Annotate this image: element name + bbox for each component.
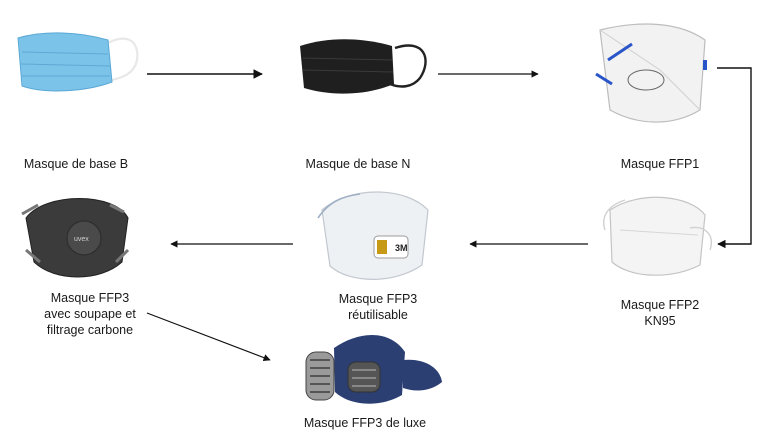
label-ffp3-carbon: Masque FFP3 avec soupape et filtrage car… — [44, 291, 136, 337]
surgical-mask-blue-icon — [17, 32, 139, 92]
kn95-mask-icon — [603, 196, 712, 276]
ffp3-valve-mask-icon: 3M — [317, 191, 429, 280]
svg-text:3M: 3M — [395, 243, 408, 253]
ffp3-carbon-mask-icon: uvex — [21, 198, 130, 278]
label-ffp2: Masque FFP2 KN95 — [620, 298, 700, 328]
surgical-mask-black-icon — [300, 39, 427, 94]
label-basic-b: Masque de base B — [23, 157, 129, 171]
half-face-respirator-icon — [305, 334, 442, 404]
arrow-ffp1-to-ffp2 — [717, 67, 752, 249]
label-ffp3-reusable: Masque FFP3 réutilisable — [338, 292, 418, 322]
svg-text:uvex: uvex — [74, 236, 89, 243]
label-ffp1: Masque FFP1 — [620, 157, 700, 171]
label-ffp3-luxe: Masque FFP3 de luxe — [303, 416, 427, 430]
arrow-ffp3-carbon-to-ffp3-luxe — [146, 312, 271, 362]
ffp1-foldable-mask-icon — [595, 23, 707, 123]
label-basic-n: Masque de base N — [305, 157, 411, 171]
